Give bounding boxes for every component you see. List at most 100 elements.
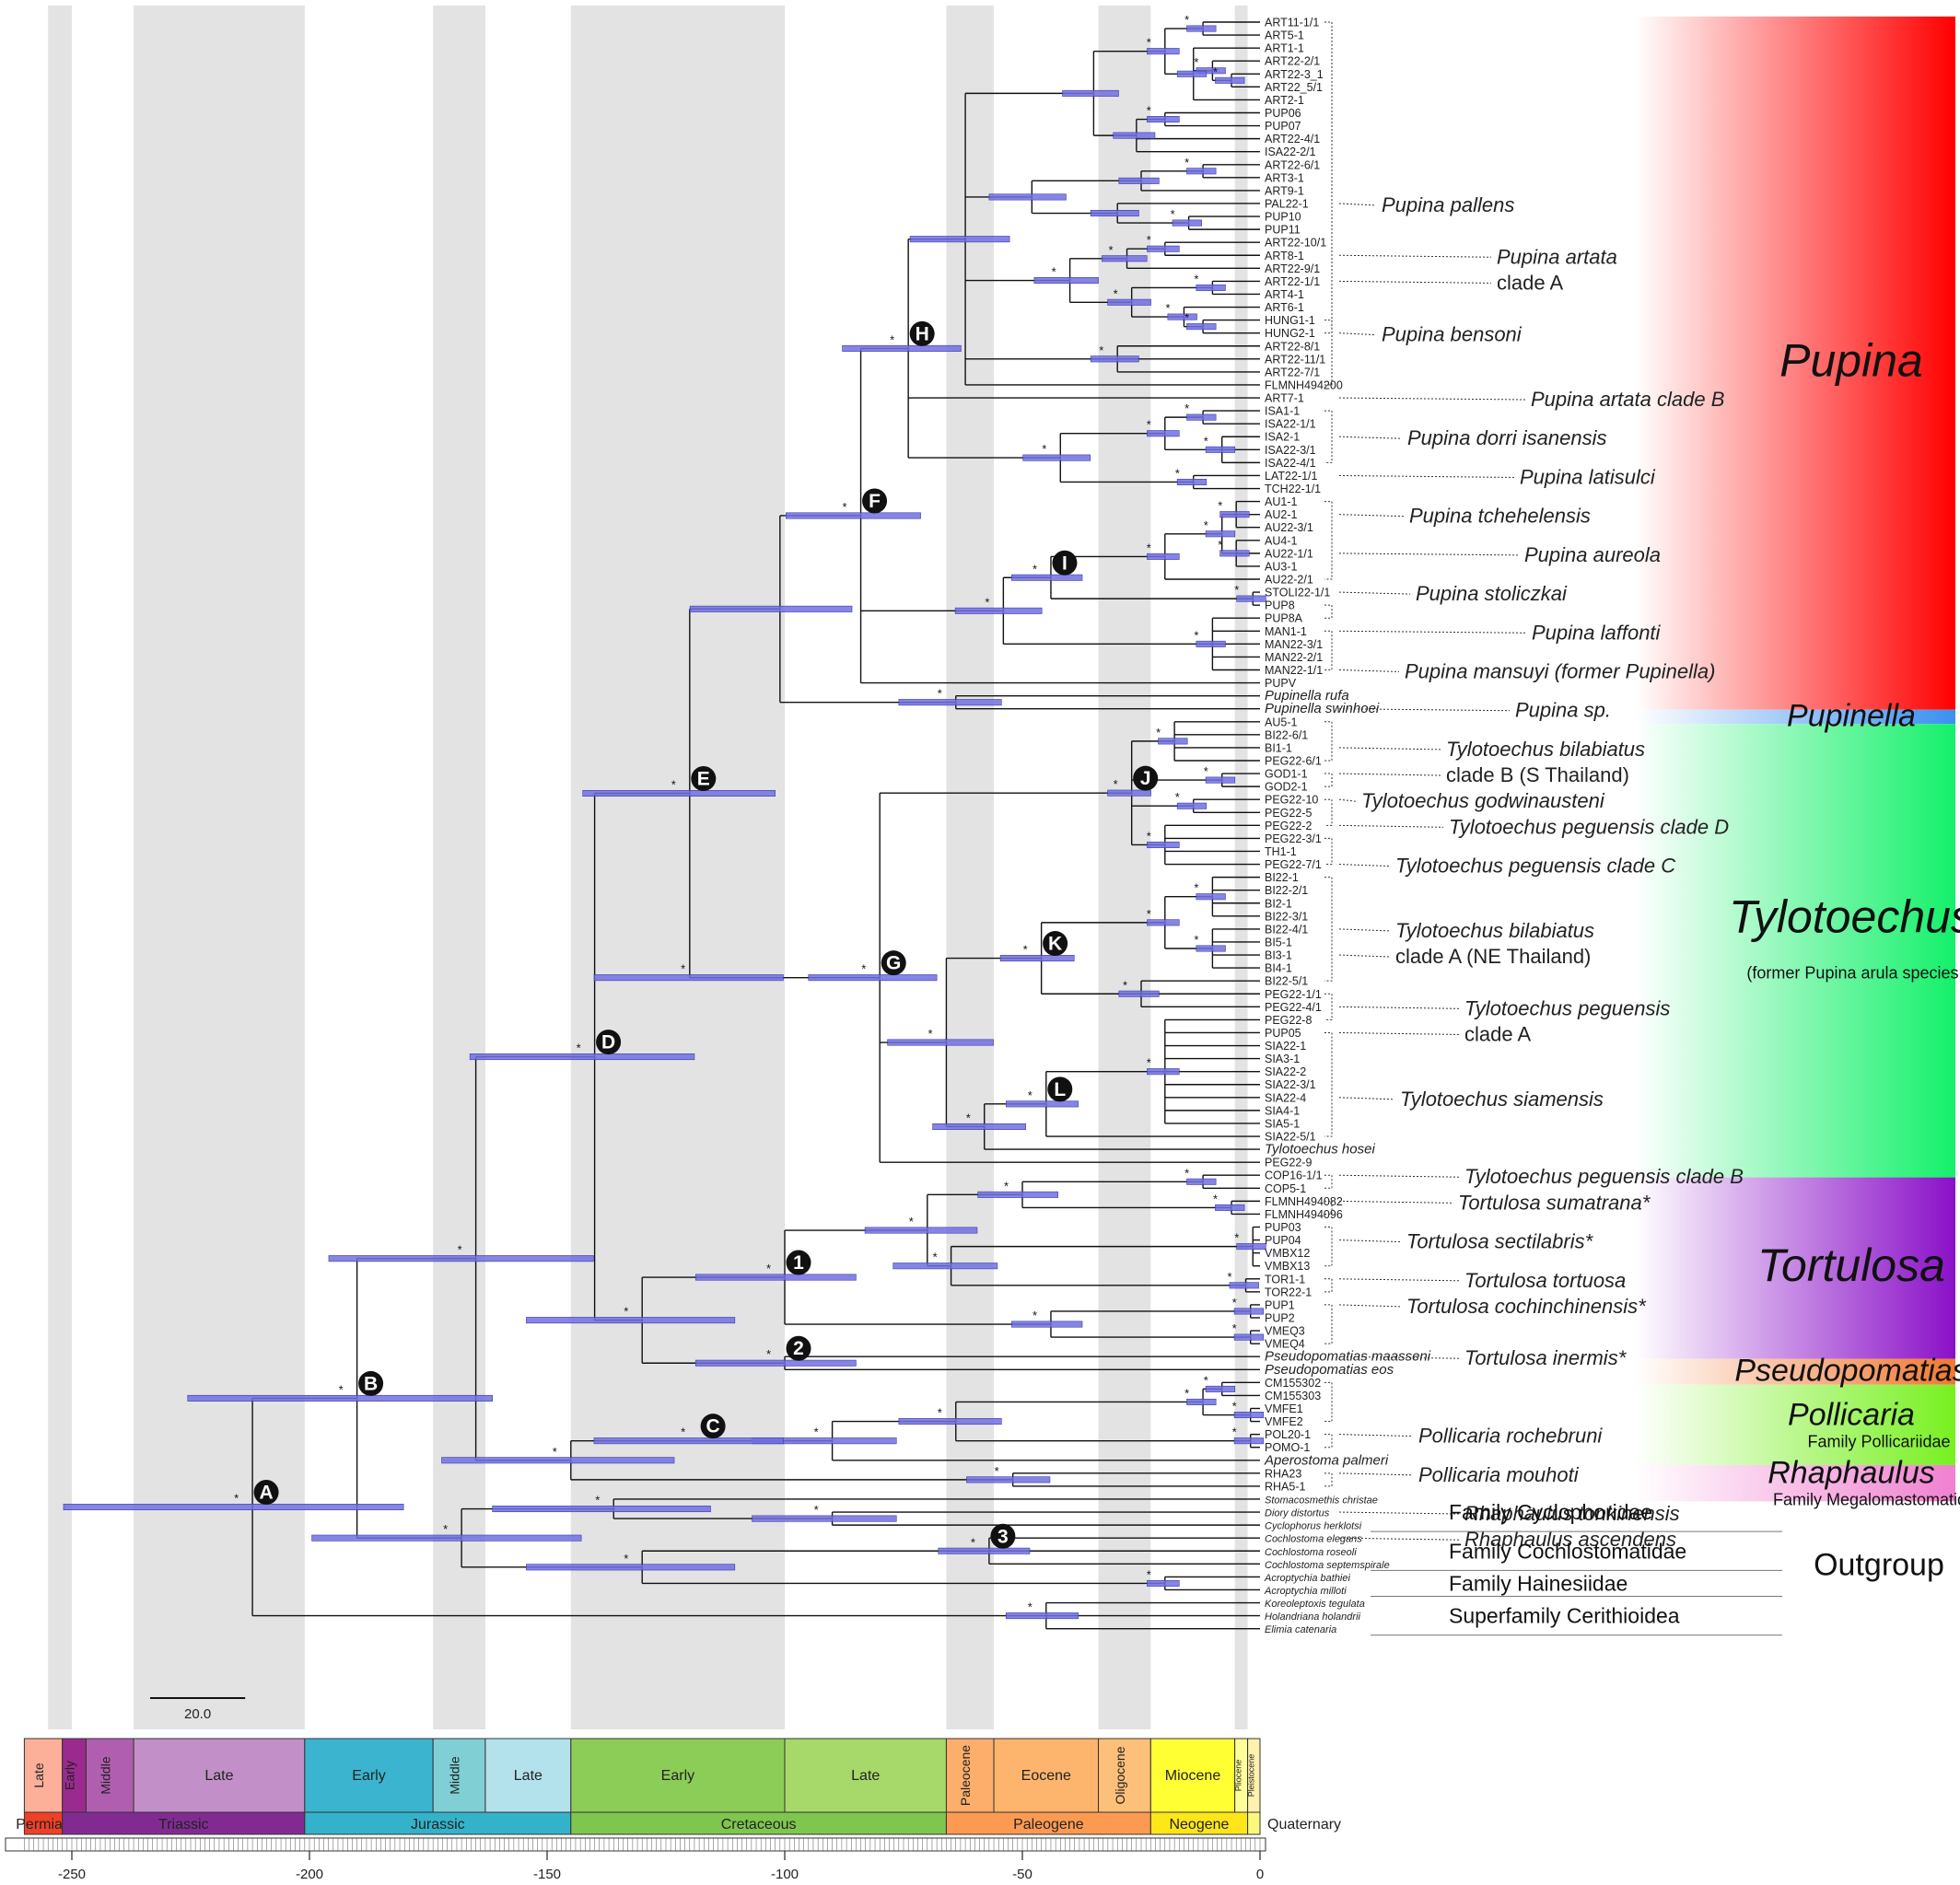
support-star: * xyxy=(766,1262,771,1275)
epoch-stripe xyxy=(134,6,305,1729)
period-cell xyxy=(23,1811,64,1835)
support-star: * xyxy=(1147,829,1151,843)
clade-bracket xyxy=(1324,21,1333,386)
tip-label: PUP2 xyxy=(1265,1312,1295,1325)
epoch-label: Eocene xyxy=(1021,1768,1071,1784)
tip-label: FLMNH494200 xyxy=(1265,378,1343,391)
species-label: Tylotoechus bilabiatus xyxy=(1395,919,1594,942)
support-star: * xyxy=(1204,764,1208,778)
period-label: Paleogene xyxy=(1013,1817,1084,1833)
node-label-f: F xyxy=(862,488,888,514)
label-leader xyxy=(1338,1356,1460,1359)
support-star: * xyxy=(1228,1270,1232,1284)
tip-label: AU4-1 xyxy=(1265,534,1297,547)
support-star: * xyxy=(890,332,894,346)
tip-label: Koreoleptoxis tegulata xyxy=(1265,1599,1365,1610)
axis-tick-label: -200 xyxy=(296,1867,323,1882)
tip-label: RHA5-1 xyxy=(1265,1480,1306,1493)
tip-label: ART22-2/1 xyxy=(1265,55,1320,68)
tip-label: PEG22-4/1 xyxy=(1265,1001,1322,1014)
support-star: * xyxy=(681,962,685,976)
hpd-bar xyxy=(932,1123,1026,1130)
species-label: Tortulosa sumatrana* xyxy=(1458,1191,1651,1214)
hpd-bar xyxy=(1011,1321,1083,1328)
species-label: clade A (NE Thailand) xyxy=(1395,945,1591,968)
epoch-cell xyxy=(1098,1738,1151,1813)
clade-bracket xyxy=(1324,604,1333,619)
tip-label: PUP8 xyxy=(1265,599,1295,612)
clade-bracket xyxy=(1324,1227,1333,1267)
hpd-bar xyxy=(1172,219,1202,227)
tip-label: PUP1 xyxy=(1265,1298,1295,1311)
label-leader xyxy=(1338,203,1377,206)
support-star: * xyxy=(843,500,847,514)
tip-label: PUP07 xyxy=(1265,120,1301,133)
hpd-bar xyxy=(1118,177,1160,184)
tip-label: PUP8A xyxy=(1265,612,1303,625)
hpd-bar xyxy=(1033,277,1099,285)
support-star: * xyxy=(1204,1373,1208,1387)
tip-label: ART22-11/1 xyxy=(1265,353,1325,366)
support-star: * xyxy=(1052,265,1056,279)
period-label: Neogene xyxy=(1169,1817,1229,1833)
hpd-bar xyxy=(898,1418,1002,1425)
tip-label: HUNG2-1 xyxy=(1265,327,1315,340)
support-star: * xyxy=(339,1382,344,1396)
node-label-text: K xyxy=(1048,934,1062,955)
support-star: * xyxy=(1042,442,1046,456)
epoch-stripe xyxy=(946,6,995,1729)
tip-label: MAN22-1/1 xyxy=(1265,664,1323,677)
tip-label: Acroptychia milloti xyxy=(1264,1586,1347,1597)
support-star: * xyxy=(1234,1231,1239,1245)
support-star: * xyxy=(1004,1179,1009,1193)
tip-label: CM155302 xyxy=(1265,1377,1321,1390)
tip-label: GOD2-1 xyxy=(1265,781,1308,794)
genus-sublabel: (former Pupina arula species group) xyxy=(1746,963,1960,982)
hpd-bar xyxy=(1147,245,1180,252)
tip-label: ART22-4/1 xyxy=(1265,133,1320,145)
tip-label: Elimia catenaria xyxy=(1265,1624,1336,1635)
tip-label: TH1-1 xyxy=(1265,845,1297,858)
hpd-bar xyxy=(1167,313,1197,320)
clade-bracket xyxy=(1324,630,1333,670)
hpd-bar xyxy=(1147,1579,1180,1587)
epoch-stripe xyxy=(433,6,485,1729)
outgroup-family-label: Superfamily Cerithioidea xyxy=(1449,1604,1680,1628)
support-star: * xyxy=(1194,272,1198,285)
tip-label: SIA5-1 xyxy=(1265,1117,1300,1130)
support-star: * xyxy=(577,1041,581,1055)
node-label-text: C xyxy=(706,1416,720,1437)
tip-label: ART11-1/1 xyxy=(1265,17,1319,29)
support-star: * xyxy=(1099,343,1103,357)
tip-label: BI5-1 xyxy=(1265,936,1292,948)
node-label-text: E xyxy=(697,768,710,789)
node-label-circle xyxy=(1133,765,1159,791)
species-label: Tylotoechus peguensis clade B xyxy=(1464,1165,1744,1188)
support-star: * xyxy=(1032,562,1037,576)
label-leader xyxy=(1338,436,1403,439)
hpd-bar xyxy=(966,1476,1051,1484)
epoch-label: Late xyxy=(514,1768,542,1784)
node-label-circle xyxy=(786,1250,811,1275)
label-leader xyxy=(1338,773,1441,776)
label-leader xyxy=(1338,332,1377,336)
clade-bracket xyxy=(1324,1031,1333,1137)
outgroup-label: Outgroup xyxy=(1814,1547,1944,1582)
node-label-text: D xyxy=(601,1032,615,1053)
support-star: * xyxy=(1184,1166,1189,1180)
hpd-bar xyxy=(1236,1243,1266,1251)
hpd-bar xyxy=(469,1053,695,1061)
epoch-cell xyxy=(993,1738,1100,1813)
support-star: * xyxy=(1147,418,1151,432)
support-star: * xyxy=(1147,1056,1151,1070)
tip-label: VMFE2 xyxy=(1265,1415,1303,1428)
species-label: Tylotoechus peguensis clade D xyxy=(1449,815,1729,838)
tip-label: PUPV xyxy=(1265,677,1297,690)
tip-label: TOR22-1 xyxy=(1265,1286,1312,1298)
period-label: Triassic xyxy=(158,1817,209,1833)
hpd-bar xyxy=(864,1227,978,1234)
support-star: * xyxy=(1147,541,1151,554)
tip-label: ART8-1 xyxy=(1265,250,1304,262)
tip-label: RHA23 xyxy=(1265,1467,1301,1480)
support-star: * xyxy=(1171,207,1175,221)
